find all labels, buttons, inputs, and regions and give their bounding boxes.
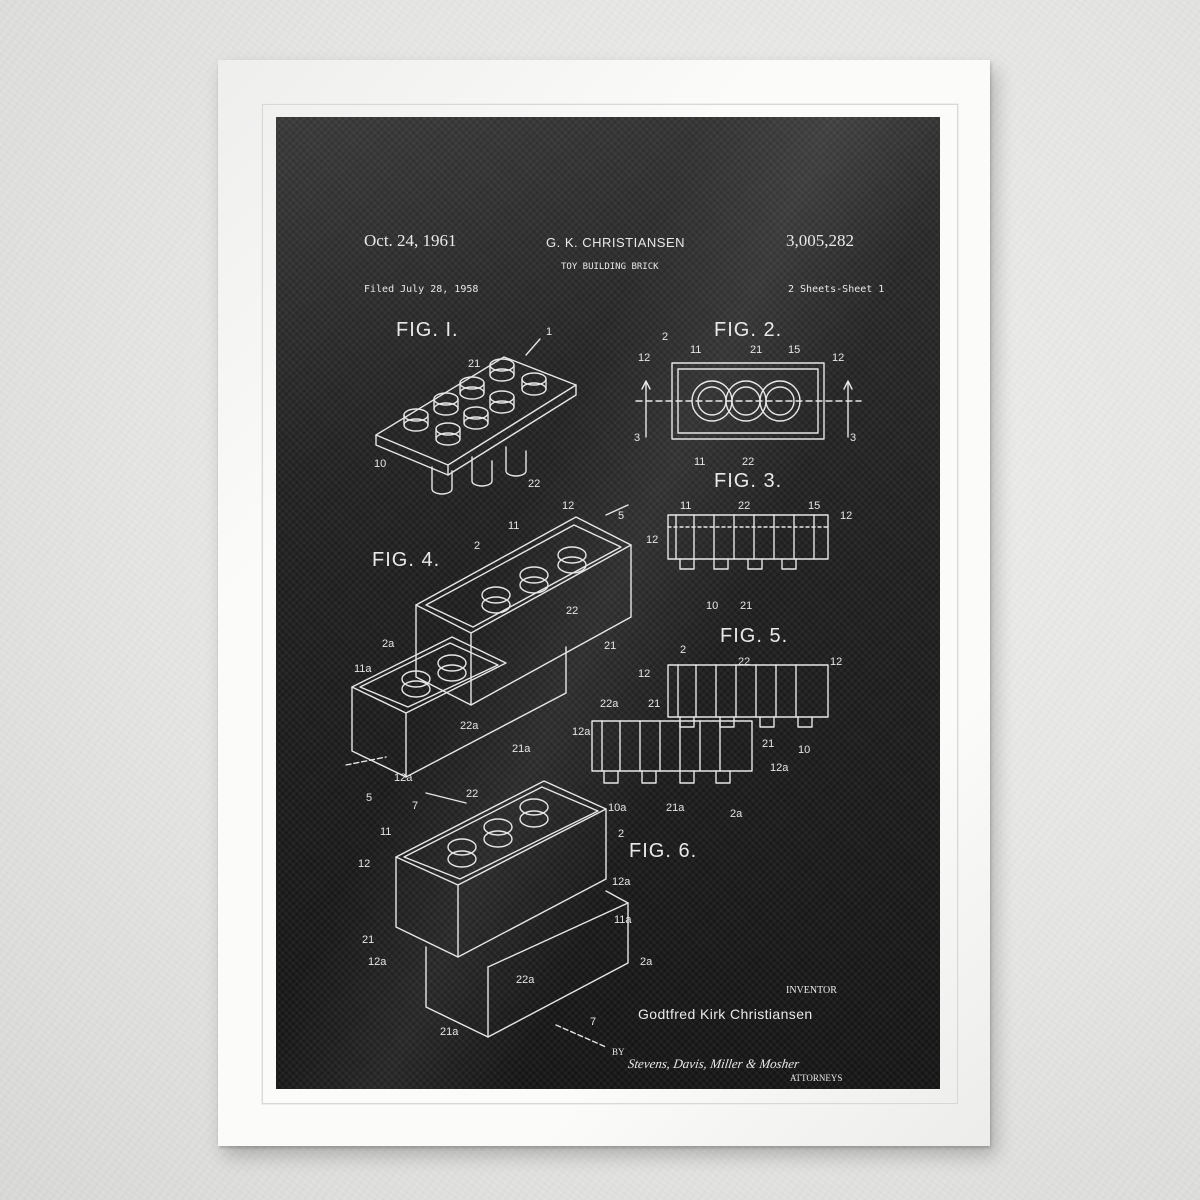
fig6-title: FIG. 6.: [629, 840, 698, 862]
fig4-title: FIG. 4.: [372, 549, 441, 571]
inventor-label: INVENTOR: [786, 985, 837, 996]
svg-text:21: 21: [648, 698, 660, 710]
svg-text:12: 12: [832, 352, 844, 364]
svg-text:12: 12: [638, 352, 650, 364]
svg-text:11: 11: [694, 456, 705, 468]
fig3-drawing: [668, 515, 828, 569]
svg-text:10a: 10a: [608, 802, 627, 814]
svg-text:2a: 2a: [730, 808, 743, 820]
svg-text:2: 2: [474, 540, 480, 552]
svg-text:21: 21: [468, 358, 480, 370]
svg-text:22a: 22a: [516, 974, 535, 986]
svg-text:12: 12: [830, 656, 842, 668]
fig5-title: FIG. 5.: [720, 625, 789, 647]
svg-text:3: 3: [850, 432, 856, 444]
svg-text:22a: 22a: [600, 698, 619, 710]
svg-text:12: 12: [646, 534, 658, 546]
svg-text:7: 7: [412, 800, 418, 812]
inventor-caps: G. K. CHRISTIANSEN: [546, 235, 686, 250]
attorneys-label: ATTORNEYS: [790, 1073, 843, 1083]
svg-text:12a: 12a: [770, 762, 789, 774]
by-label: BY: [612, 1047, 625, 1057]
svg-text:2a: 2a: [382, 638, 395, 650]
svg-text:1: 1: [546, 326, 552, 338]
picture-frame: Oct. 24, 1961 G. K. CHRISTIANSEN 3,005,2…: [218, 60, 990, 1146]
svg-text:12a: 12a: [572, 726, 591, 738]
fig4-drawing: [346, 505, 631, 777]
svg-text:22: 22: [466, 788, 478, 800]
svg-text:5: 5: [366, 792, 372, 804]
svg-text:5: 5: [618, 510, 624, 522]
filed-date: Filed July 28, 1958: [364, 284, 479, 295]
fig1-drawing: [376, 339, 576, 494]
svg-text:21a: 21a: [512, 743, 531, 755]
svg-text:22: 22: [738, 656, 750, 668]
svg-text:2: 2: [618, 828, 624, 840]
svg-text:12a: 12a: [368, 956, 387, 968]
svg-text:10: 10: [374, 458, 386, 470]
svg-text:21: 21: [762, 738, 774, 750]
svg-text:7: 7: [590, 1016, 596, 1028]
svg-text:10: 10: [706, 600, 718, 612]
svg-text:22: 22: [742, 456, 754, 468]
fig3-title: FIG. 3.: [714, 470, 783, 492]
svg-text:12: 12: [840, 510, 852, 522]
inventor-name: Godtfred Kirk Christiansen: [638, 1006, 813, 1022]
svg-text:12a: 12a: [612, 876, 631, 888]
fig2-drawing: [636, 363, 861, 439]
svg-text:2: 2: [662, 331, 668, 343]
svg-text:21: 21: [362, 934, 374, 946]
svg-text:22: 22: [738, 500, 750, 512]
svg-text:21: 21: [740, 600, 752, 612]
sheet-count: 2 Sheets-Sheet 1: [788, 284, 885, 295]
fig2-title: FIG. 2.: [714, 319, 783, 341]
svg-text:21: 21: [750, 344, 762, 356]
svg-text:15: 15: [808, 500, 820, 512]
svg-text:21: 21: [604, 640, 616, 652]
svg-text:2a: 2a: [640, 956, 653, 968]
attorneys-signature: Stevens, Davis, Miller & Mosher: [627, 1056, 801, 1071]
svg-text:3: 3: [634, 432, 640, 444]
svg-text:12: 12: [638, 668, 650, 680]
svg-text:11: 11: [380, 826, 391, 838]
svg-text:2: 2: [680, 644, 686, 656]
svg-text:21a: 21a: [666, 802, 685, 814]
svg-text:11a: 11a: [614, 914, 632, 926]
svg-text:11a: 11a: [354, 663, 372, 675]
svg-text:22: 22: [566, 605, 578, 617]
fig1-title: FIG. I.: [396, 319, 459, 341]
patent-title: TOY BUILDING BRICK: [561, 262, 659, 272]
fig6-drawing: [396, 781, 628, 1047]
svg-text:11: 11: [690, 344, 701, 356]
patent-date: Oct. 24, 1961: [364, 231, 457, 250]
fig5-drawing: [592, 665, 828, 783]
patent-poster: Oct. 24, 1961 G. K. CHRISTIANSEN 3,005,2…: [276, 117, 940, 1089]
svg-text:21a: 21a: [440, 1026, 459, 1038]
svg-text:12: 12: [562, 500, 574, 512]
svg-text:11: 11: [508, 520, 519, 532]
svg-text:11: 11: [680, 500, 691, 512]
svg-text:12a: 12a: [394, 772, 413, 784]
svg-text:22: 22: [528, 478, 540, 490]
svg-text:22a: 22a: [460, 720, 479, 732]
svg-text:10: 10: [798, 744, 810, 756]
svg-text:15: 15: [788, 344, 800, 356]
patent-number: 3,005,282: [786, 231, 854, 250]
svg-text:12: 12: [358, 858, 370, 870]
